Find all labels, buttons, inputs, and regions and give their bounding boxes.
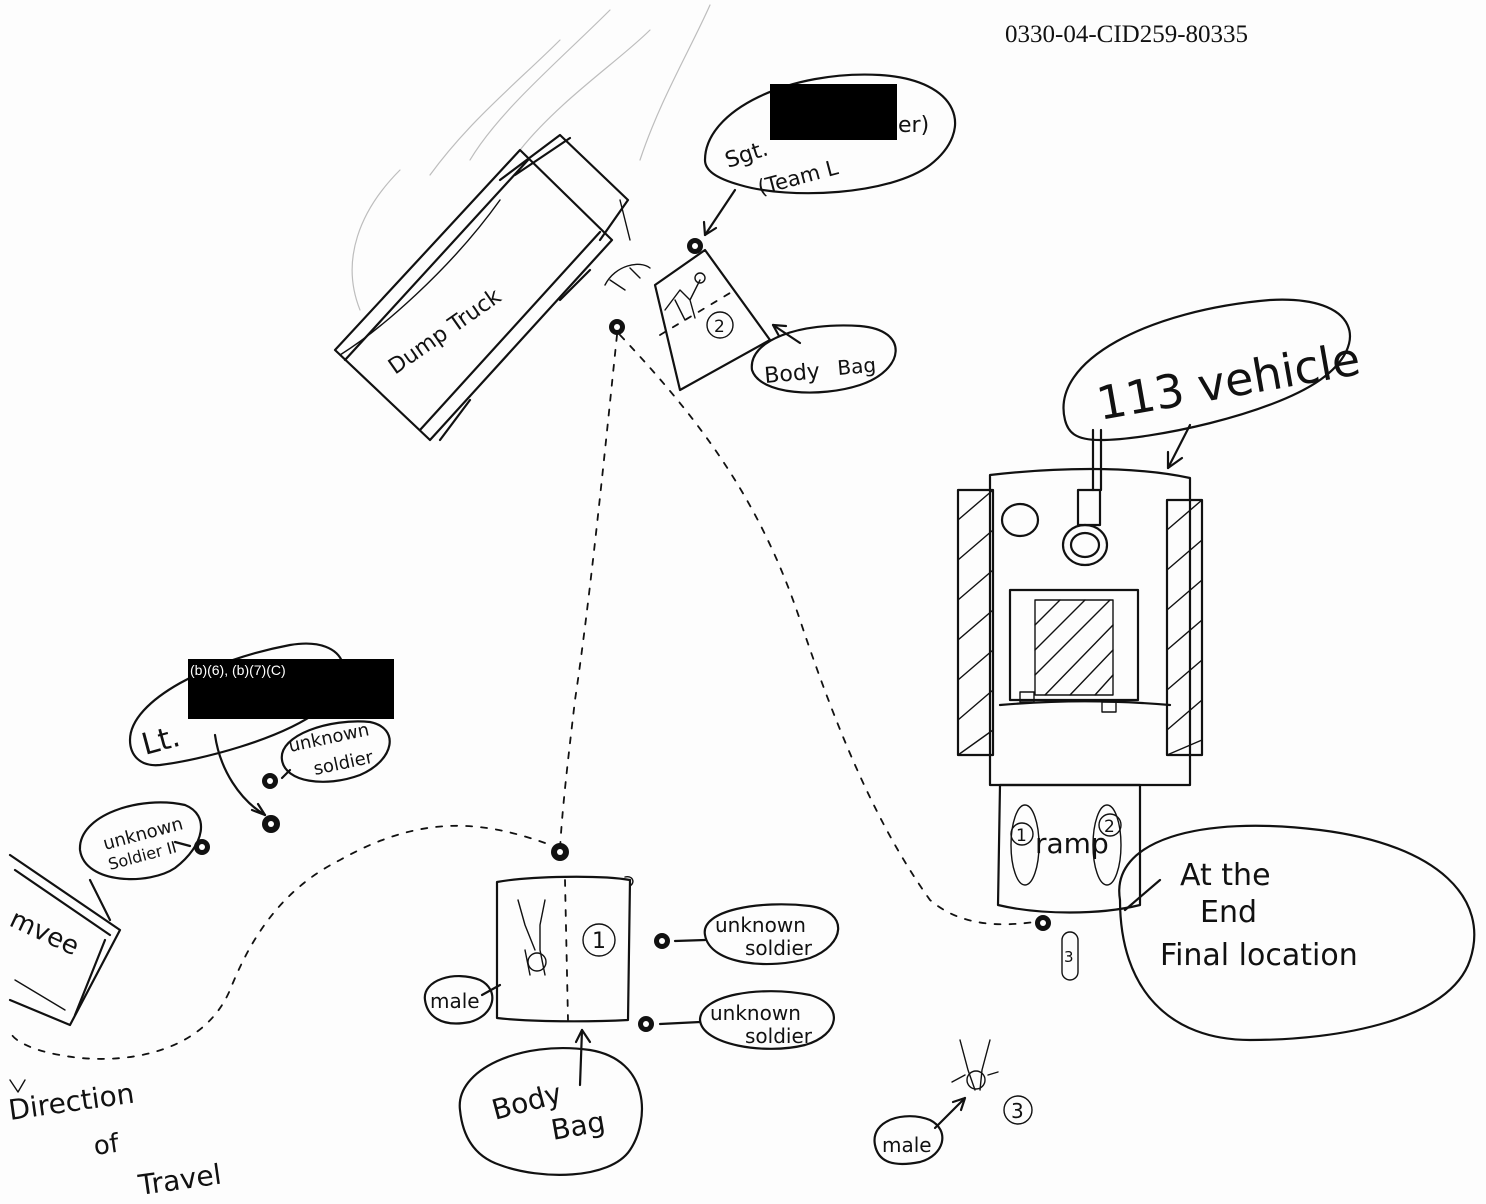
body-bag-2-callout: Body Bag xyxy=(750,323,897,394)
ramp-label: ramp xyxy=(1035,827,1109,860)
final-location-line-2: End xyxy=(1200,895,1257,930)
lt-label: Lt. xyxy=(138,719,184,763)
male-callout-1: male xyxy=(423,975,502,1025)
direction-line-3: Travel xyxy=(135,1158,223,1202)
direction-of-travel: Direction of Travel xyxy=(6,1077,223,1202)
final-location-line-1: At the xyxy=(1180,858,1271,893)
ramp-position-2: 2 xyxy=(1104,817,1115,837)
direction-line-2: of xyxy=(92,1129,122,1162)
sgt-suffix-label: er) xyxy=(898,113,929,138)
unknown-soldier-callout-b: unknown soldier xyxy=(638,990,835,1050)
final-position-3: 3 xyxy=(1035,915,1079,981)
apc-callout: 113 vehicle xyxy=(1062,298,1365,470)
final-location-line-3: Final location xyxy=(1160,938,1358,973)
humvee-partial: mvee xyxy=(5,853,122,1027)
lt-name-redaction xyxy=(188,659,394,719)
sgt-name-redaction xyxy=(770,84,897,140)
final-location-callout: At the End Final location xyxy=(1118,824,1476,1042)
sgt-prefix-label: Sgt. xyxy=(722,136,771,173)
direction-line-1: Direction xyxy=(6,1077,136,1127)
unknown-soldier-a-line-2: soldier xyxy=(745,936,813,960)
movement-paths xyxy=(11,334,1036,1060)
body-bag-1-callout: Body Bag xyxy=(458,1028,644,1176)
body-bag-2-callout-body: Body xyxy=(763,359,821,389)
sgt-callout: Sgt. er) (Team L xyxy=(687,73,957,254)
body-bag-1-number: 1 xyxy=(592,929,606,954)
unknown-soldier-b-line-1: unknown xyxy=(710,1001,801,1025)
body-bag-2-callout-bag: Bag xyxy=(836,353,877,380)
smoke-lines xyxy=(351,4,711,311)
redaction-code: (b)(6), (b)(7)(C) xyxy=(190,662,286,678)
male-3-number: 3 xyxy=(1011,1099,1024,1123)
unknown-soldier-callout-d: unknown Soldier II xyxy=(78,801,210,881)
male-position-3: 3 male xyxy=(873,1039,1033,1166)
body-bag-2: 2 xyxy=(604,248,772,392)
ramp-position-1: 1 xyxy=(1016,826,1027,846)
unknown-soldier-callout-c: unknown soldier xyxy=(262,719,391,789)
unknown-soldier-b-line-2: soldier xyxy=(745,1024,813,1048)
unknown-soldier-callout-a: unknown soldier xyxy=(654,903,840,966)
humvee-label: mvee xyxy=(5,904,84,962)
body-bag-1: 1 xyxy=(495,843,634,1023)
body-bag-1-callout-bag: Bag xyxy=(548,1105,607,1147)
male-callout-2-label: male xyxy=(882,1133,932,1157)
body-bag-2-number: 2 xyxy=(714,317,725,337)
apc-label: 113 vehicle xyxy=(1093,331,1365,430)
male-callout-1-label: male xyxy=(430,989,480,1013)
final-position-3-number: 3 xyxy=(1064,948,1074,966)
document-id: 0330-04-CID259-80335 xyxy=(1005,21,1248,48)
unknown-soldier-a-line-1: unknown xyxy=(715,913,806,937)
unknown-soldier-c-line-2: soldier xyxy=(312,747,376,780)
apc-vehicle: 1 2 ramp xyxy=(956,428,1204,914)
dump-truck: Dump Truck xyxy=(333,133,631,442)
